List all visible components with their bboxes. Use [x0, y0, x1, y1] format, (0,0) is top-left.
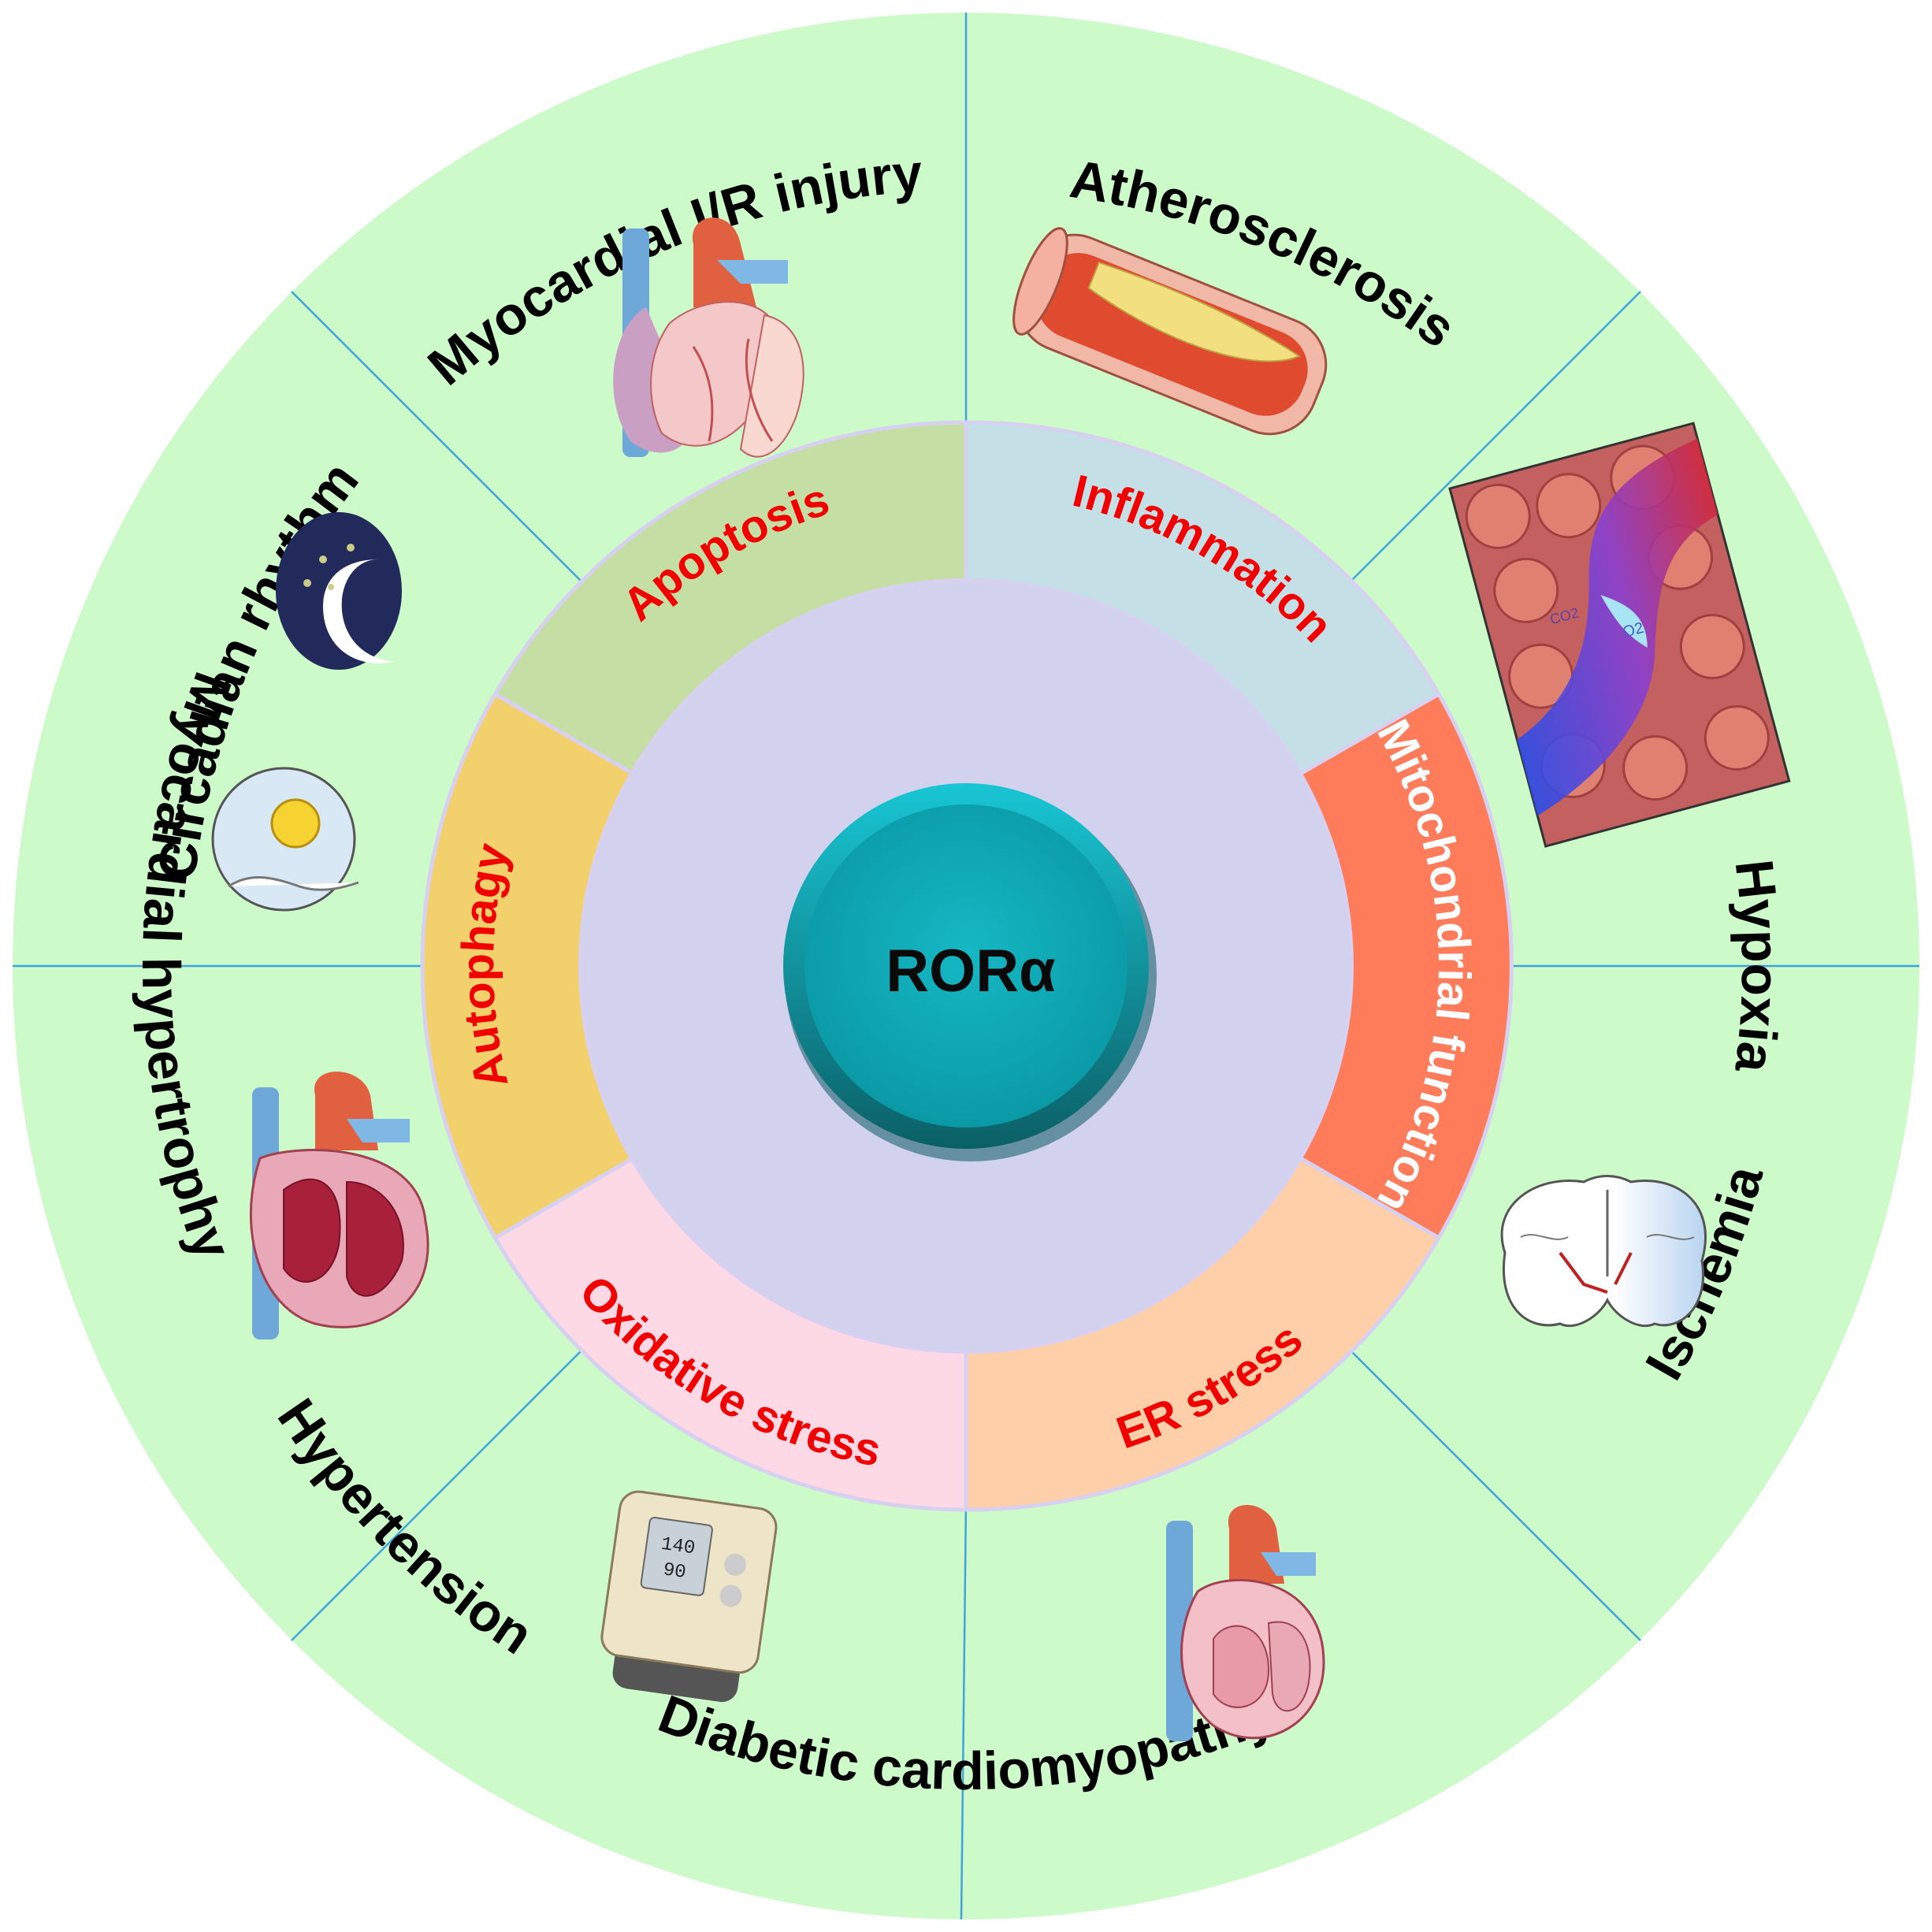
center-label: RORα [886, 938, 1056, 1005]
divider-line [1344, 1344, 1641, 1641]
brain-ischemia-icon [1500, 1175, 1707, 1328]
bp-diastolic: 90 [662, 1559, 687, 1584]
heart-icon [613, 217, 804, 458]
moon-icon [276, 512, 402, 670]
sun-icon [211, 767, 359, 912]
hypoxic-tissue-icon: O2 CO2 [1448, 422, 1791, 848]
outer-dividers [13, 13, 1919, 1920]
blood-pressure-monitor-icon: 140 90 [600, 1490, 778, 1703]
bp-systolic: 140 [659, 1534, 697, 1560]
heart-section-icon [1166, 1505, 1325, 1741]
moon-and-sun-icon [211, 512, 402, 912]
outer-label-hypoxia: Hypoxia [1723, 856, 1790, 1076]
hypertrophic-heart-icon [250, 1072, 429, 1339]
artery-plaque-icon [1012, 227, 1328, 436]
divider-line [1344, 291, 1641, 588]
divider-line [291, 291, 588, 588]
center-node: RORα [783, 783, 1157, 1161]
divider-line [960, 1501, 968, 1920]
divider-line [291, 1344, 588, 1641]
